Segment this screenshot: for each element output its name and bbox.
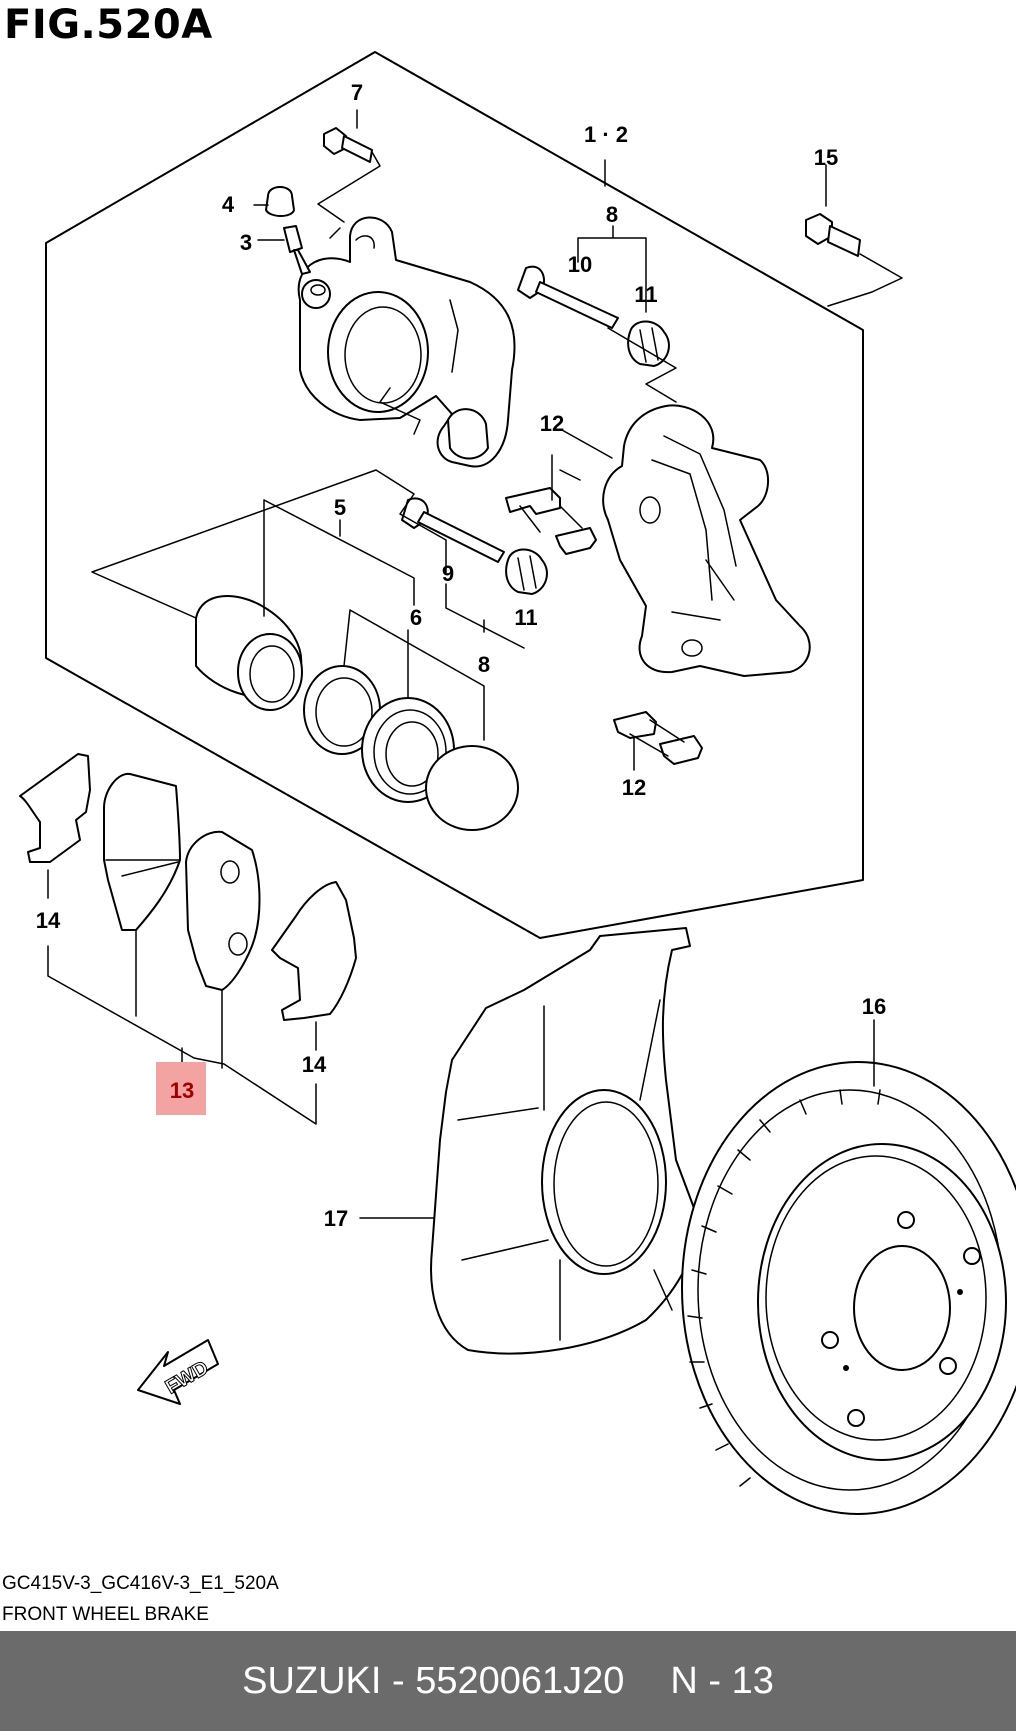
callout-1-2[interactable]: 1 · 2 (584, 122, 628, 147)
callout-12-top[interactable]: 12 (540, 411, 564, 436)
pad-13a (103, 772, 181, 931)
diagram-position: N - 13 (670, 1659, 774, 1702)
caliper-bracket (602, 404, 811, 677)
drawing-code: GC415V-3_GC416V-3_E1_520A (2, 1573, 279, 1594)
caliper-body (297, 216, 516, 468)
callout-15[interactable]: 15 (814, 145, 838, 170)
clip-12a (505, 487, 597, 555)
rotor-16 (681, 1061, 1016, 1515)
callout-4[interactable]: 4 (222, 192, 235, 217)
dust-shield-17 (430, 927, 701, 1355)
shim-14a (19, 753, 91, 863)
callout-9[interactable]: 9 (442, 561, 454, 586)
leader-lines (47, 109, 903, 1219)
shim-14b (271, 881, 357, 1021)
callout-6[interactable]: 6 (410, 605, 422, 630)
callout-8-top[interactable]: 8 (606, 202, 618, 227)
callout-14-right[interactable]: 14 (302, 1052, 327, 1077)
boot-11a (627, 320, 670, 367)
callout-7[interactable]: 7 (351, 80, 363, 105)
bleeder-3 (283, 225, 311, 275)
bolt-7 (323, 127, 373, 163)
pin-9 (401, 497, 505, 563)
callout-11-top[interactable]: 11 (634, 282, 657, 307)
figure-title: FIG.520A (4, 2, 213, 48)
callout-17[interactable]: 17 (324, 1206, 348, 1231)
callout-16[interactable]: 16 (862, 994, 886, 1019)
part-number-bar: SUZUKI - 5520061J20 N - 13 (0, 1631, 1016, 1731)
fwd-arrow: FWD (137, 1339, 219, 1405)
callout-14-left[interactable]: 14 (36, 908, 61, 933)
callout-11-bottom[interactable]: 11 (514, 605, 537, 630)
bolt-15 (805, 213, 861, 257)
cap-4 (265, 186, 295, 217)
callout-5[interactable]: 5 (334, 495, 346, 520)
callout-13[interactable]: 13 (170, 1078, 194, 1103)
assembly-frame (45, 51, 864, 939)
callout-12-bottom[interactable]: 12 (622, 775, 646, 800)
callout-13-highlight (156, 1062, 206, 1115)
callout-8-bottom[interactable]: 8 (478, 652, 490, 677)
pin-10 (517, 265, 619, 329)
drawing-caption: FRONT WHEEL BRAKE (2, 1604, 209, 1625)
seal-ring (425, 745, 519, 831)
callout-10[interactable]: 10 (568, 252, 592, 277)
clip-12b (613, 711, 703, 765)
brake-diagram: 7 1 · 2 15 4 3 8 10 11 12 5 9 11 6 8 12 … (19, 51, 1016, 1515)
boot-11b (505, 548, 548, 595)
part-number: SUZUKI - 5520061J20 (242, 1659, 625, 1702)
piston-5 (195, 595, 303, 711)
callout-3[interactable]: 3 (240, 230, 252, 255)
pad-13b (185, 830, 261, 991)
